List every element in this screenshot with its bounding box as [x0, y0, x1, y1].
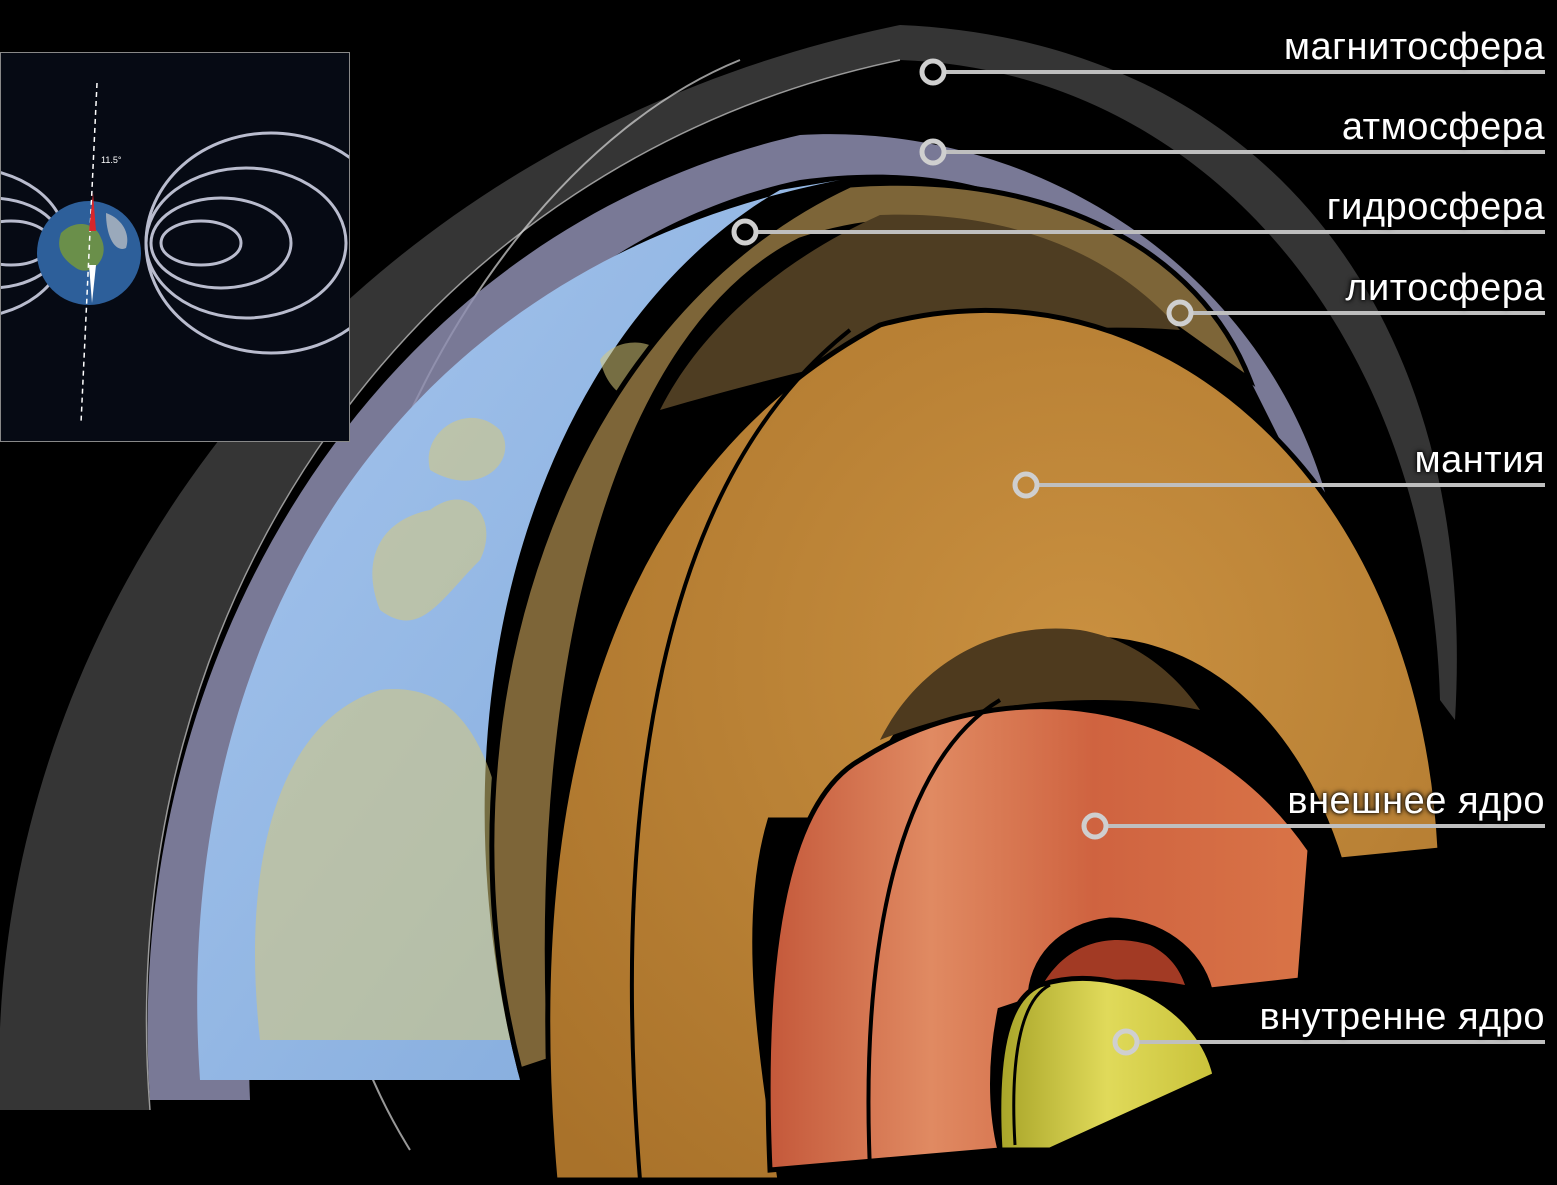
- lithosphere-shell: [489, 180, 1256, 1074]
- marker-outer-core: [1081, 812, 1109, 840]
- label-atmosphere: атмосфера: [1341, 106, 1545, 148]
- label-magnetosphere: магнитосфера: [1283, 26, 1545, 68]
- layer-markers: [731, 58, 1194, 1056]
- marker-mantle: [1012, 471, 1040, 499]
- marker-inner-core: [1112, 1028, 1140, 1056]
- marker-atmosphere: [919, 138, 947, 166]
- earth-magnetic-field-icon: 11.5°: [1, 53, 349, 441]
- magnetic-field-inset: 11.5°: [0, 52, 350, 442]
- magnetosphere-shell: [0, 25, 1457, 1110]
- mantle-block: [545, 307, 1443, 1183]
- label-outer-core: внешнее ядро: [1287, 780, 1545, 822]
- label-inner-core: внутренне ядро: [1259, 996, 1545, 1038]
- marker-hydrosphere: [731, 218, 759, 246]
- continents: [255, 342, 665, 1041]
- label-lithosphere: литосфера: [1345, 267, 1545, 309]
- tilt-label: 11.5°: [101, 155, 122, 165]
- label-mantle: мантия: [1414, 439, 1545, 481]
- marker-magnetosphere: [919, 58, 947, 86]
- label-hydrosphere: гидросфера: [1326, 186, 1545, 228]
- leader-lines: [757, 70, 1545, 1044]
- marker-lithosphere: [1166, 299, 1194, 327]
